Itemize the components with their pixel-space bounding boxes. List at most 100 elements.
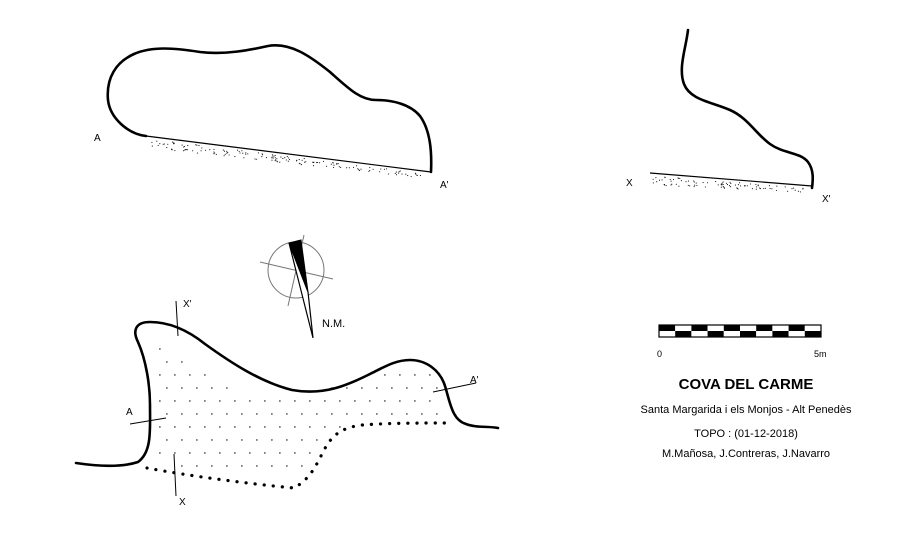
sediment-dot [717, 184, 719, 186]
floor-dot [406, 387, 408, 389]
sediment-dot [317, 162, 319, 164]
floor-dot [204, 400, 206, 402]
sediment-dot [348, 167, 350, 169]
sediment-dot [196, 152, 198, 154]
sediment-dot [319, 162, 321, 164]
floor-dot [309, 426, 311, 428]
floor-dot [211, 413, 213, 415]
sediment-dot [776, 185, 778, 187]
sediment-dot [172, 141, 174, 144]
section-a-floor-line [145, 135, 432, 173]
sediment-dot [652, 178, 654, 180]
sediment-dot [722, 183, 724, 186]
sediment-dot [750, 183, 752, 185]
sediment-dot [680, 180, 682, 182]
floor-dot [361, 413, 363, 415]
sediment-dot [213, 151, 215, 153]
sediment-dot [301, 159, 303, 161]
sediment-dot [330, 163, 332, 165]
north-arrow: N.M. [259, 234, 345, 339]
sediment-dot [704, 186, 706, 188]
floor-dot [316, 413, 318, 415]
sediment-dot [664, 177, 666, 179]
sediment-dot [679, 177, 681, 180]
floor-dot [226, 413, 228, 415]
plan-x-start-label: X [179, 497, 186, 508]
plan-section-x-cut [175, 300, 179, 337]
sediment-dot [793, 187, 795, 189]
sediment-dot [245, 152, 247, 154]
sediment-dot [386, 168, 388, 170]
floor-dot [399, 400, 401, 402]
floor-dot [346, 413, 348, 415]
plan-a-start-label: A [126, 407, 133, 418]
floor-dot [219, 452, 221, 454]
sediment-dot [726, 184, 729, 186]
floor-dot [196, 465, 198, 467]
sediment-dot [243, 157, 245, 159]
floor-dot [354, 400, 356, 402]
sediment-dot [228, 154, 230, 156]
sediment-dot [312, 165, 315, 167]
sediment-dot [665, 185, 667, 187]
sediment-dot [725, 182, 727, 184]
floor-dot [249, 426, 251, 428]
floor-dot [369, 400, 371, 402]
sediment-dot [694, 184, 696, 186]
scale-bar [658, 324, 822, 338]
floor-dot [331, 413, 333, 415]
sediment-dot [739, 182, 741, 184]
floor-dot [166, 361, 168, 363]
sediment-dot [764, 187, 766, 189]
sediment-dot [414, 173, 417, 175]
scale-segment [788, 331, 805, 337]
floor-dot [361, 387, 363, 389]
plan-dripline [145, 421, 448, 490]
sediment-dot [213, 153, 215, 155]
sediment-dot [685, 181, 687, 183]
sediment-dot [163, 143, 165, 145]
sediment-dot [200, 150, 202, 152]
floor-dot [309, 452, 311, 454]
scale-segment [659, 331, 676, 337]
floor-dot [234, 452, 236, 454]
sediment-dot [205, 149, 207, 151]
sediment-dot [326, 165, 328, 167]
sediment-dot [226, 152, 228, 154]
floor-dot [301, 439, 303, 441]
sediment-dot [195, 144, 197, 146]
floor-dot [294, 426, 296, 428]
floor-dot [211, 465, 213, 467]
section-x-start-label: X [626, 178, 633, 189]
floor-dot [181, 387, 183, 389]
sediment-dot [398, 172, 400, 174]
sediment-dot [214, 152, 216, 154]
floor-dot [226, 387, 228, 389]
floor-dot [249, 400, 251, 402]
sediment-dot [276, 161, 278, 163]
section-x-sediment [652, 176, 804, 193]
floor-dot [271, 413, 273, 415]
scale-segment [675, 325, 692, 331]
sediment-dot [213, 148, 215, 150]
scale-segment [804, 331, 821, 337]
floor-dot [279, 426, 281, 428]
sediment-dot [669, 178, 671, 181]
sediment-dot [401, 173, 403, 175]
sediment-dot [356, 165, 358, 167]
sediment-dot [756, 186, 758, 188]
sediment-dot [663, 183, 665, 186]
plan-floor-stipple [159, 348, 438, 467]
scale-segment [740, 331, 757, 337]
floor-dot [264, 426, 266, 428]
floor-dot [196, 439, 198, 441]
section-x-floor-line [649, 172, 813, 187]
floor-dot [436, 387, 438, 389]
sediment-dot [304, 161, 306, 163]
floor-dot [256, 465, 258, 467]
floor-dot [204, 374, 206, 376]
sediment-dot [380, 168, 382, 170]
sediment-dot [656, 181, 658, 183]
sediment-dot [728, 185, 731, 187]
sediment-dot [222, 149, 224, 151]
